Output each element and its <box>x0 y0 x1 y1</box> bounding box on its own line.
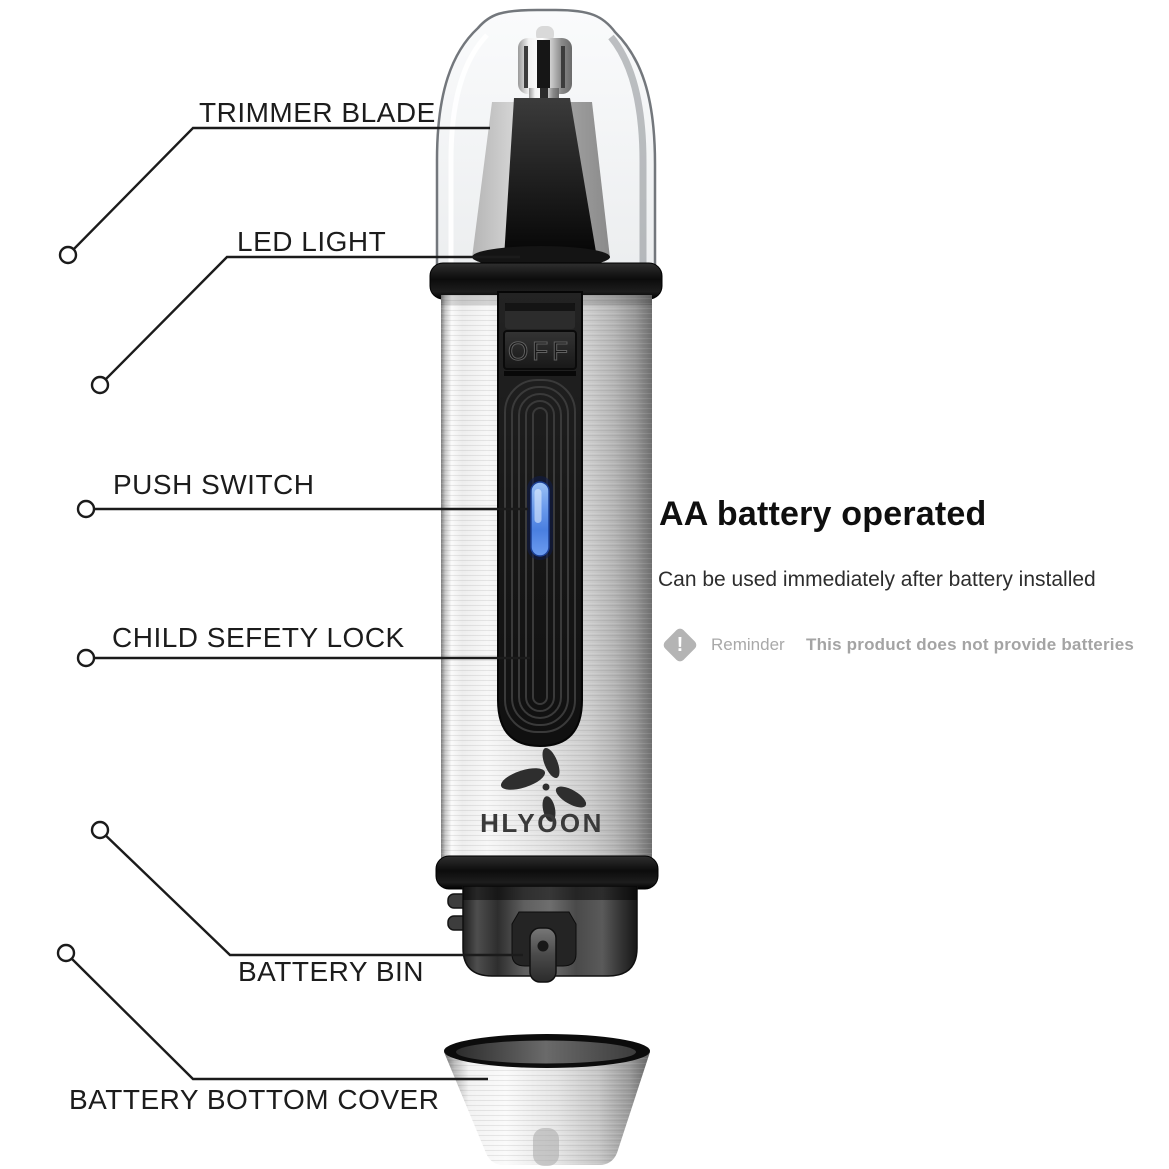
leader-dot-led-light <box>90 375 110 395</box>
leader-dot-child-safety-lock <box>76 648 96 668</box>
leader-line-led-light <box>99 255 520 386</box>
leader-dot-push-switch <box>76 499 96 519</box>
leader-line-battery-bottom-cover <box>65 952 488 1081</box>
brand-text: HLYOON <box>480 808 604 838</box>
leader-dot-battery-bin <box>90 820 110 840</box>
off-label: OFF <box>508 336 572 366</box>
battery-bin-part <box>447 885 638 983</box>
callout-child-safety-lock: CHILD SEFETY LOCK <box>112 622 405 653</box>
reminder-text: This product does not provide batteries <box>806 635 1135 654</box>
callout-trimmer-blade: TRIMMER BLADE <box>199 97 436 128</box>
brand-logo <box>500 747 587 822</box>
bottom-flange <box>435 855 659 890</box>
info-title: AA battery operated <box>659 495 987 533</box>
battery-latch <box>529 927 557 983</box>
reminder-label: Reminder <box>711 635 785 654</box>
callout-battery-bin: BATTERY BIN <box>238 956 424 987</box>
trimmer-head <box>472 26 610 268</box>
leader-dots <box>56 245 110 963</box>
exclamation-diamond-icon: ! <box>661 626 699 664</box>
leader-dot-battery-bottom-cover <box>56 943 76 963</box>
leader-dot-trimmer-blade <box>58 245 78 265</box>
exclamation-glyph: ! <box>676 634 684 656</box>
callout-led-light: LED LIGHT <box>237 226 387 257</box>
info-subtitle: Can be used immediately after battery in… <box>658 568 1096 591</box>
callout-push-switch: PUSH SWITCH <box>113 469 315 500</box>
leader-line-battery-bin <box>99 829 523 957</box>
leader-line-trimmer-blade <box>67 126 490 256</box>
control-strip: OFF <box>497 291 583 748</box>
off-switch <box>503 330 577 370</box>
battery-bottom-cover-part <box>444 1034 650 1166</box>
leader-lines <box>65 126 530 1081</box>
callout-battery-bottom-cover: BATTERY BOTTOM COVER <box>69 1084 440 1115</box>
